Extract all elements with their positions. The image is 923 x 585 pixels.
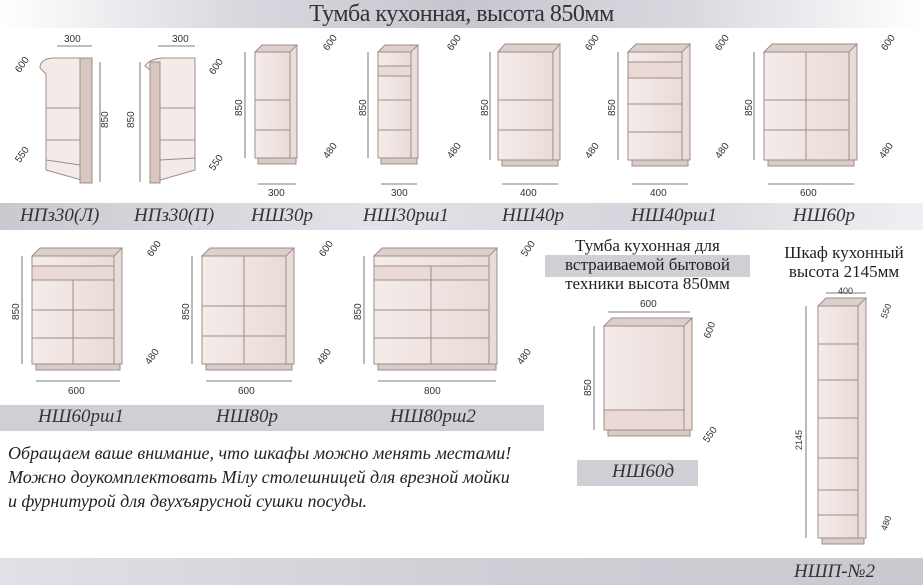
product-label-nsh60rsh1: НШ60рш1 [38,406,124,427]
product-label-nsh30r: НШ30р [251,205,314,226]
dim-d1-nsh30r: 600 [321,33,340,53]
dim-h-nsh80rsh2: 850 [353,303,364,320]
dim-d1-npz30l: 600 [13,55,32,75]
dim-w-nsh60d: 600 [640,299,657,310]
dim-d2-nsh30rsh1: 480 [445,141,464,161]
cabinet-drawing-npz30l [39,57,93,184]
dim-h-nshp2: 2145 [794,430,804,450]
cabinet-drawing-nsh60r [762,43,859,167]
dim-d2-nshp2: 480 [879,514,894,532]
dim-d2-nsh40rsh1: 480 [713,141,732,161]
dim-d1-nsh80rsh2: 500 [519,239,538,259]
dim-d1-nsh40rsh1: 600 [713,33,732,53]
notice-line: и фурнитурой для двухъярусной сушки посу… [8,491,368,511]
product-label-nsh40rsh1: НШ40рш1 [631,205,717,226]
cabinet-drawing-nsh80r [200,247,296,371]
section-band-builtin [545,255,750,277]
section-heading-line: Тумба кухонная для [575,236,720,255]
page-title: Тумба кухонная, высота 850мм [309,1,614,27]
dim-h-nsh60r: 850 [744,99,755,116]
product-label-npz30l: НПз30(Л) [20,205,100,226]
product-label-nsh60r: НШ60р [793,205,856,226]
cabinet-drawing-nsh60d [602,317,694,437]
dim-d1-nsh30rsh1: 600 [445,33,464,53]
dim-d1-nshp2: 550 [879,302,894,320]
dim-h-npz30l: 850 [100,111,111,128]
section-heading-tall: Шкаф кухонный высота 2145мм [765,243,923,281]
product-label-nshp2: НШП-№2 [794,561,876,582]
dim-w-nsh40r: 400 [520,188,537,199]
dim-w-nsh80r: 600 [238,386,255,397]
dim-d1-npz30p: 600 [207,57,226,77]
dim-d2-nsh60r: 480 [877,141,896,161]
dim-d2-npz30p: 550 [207,153,226,173]
label-band-row2 [0,405,544,431]
dim-d1-nsh60d: 600 [702,320,718,340]
section-heading-line: техники высота 850мм [565,274,730,293]
dim-w-npz30l: 300 [64,34,81,45]
dim-w-nsh30r: 300 [268,188,285,199]
dim-d2-nsh60d: 550 [701,425,720,445]
section-heading-line: Шкаф кухонный [784,243,904,262]
product-label-nsh80r: НШ80р [216,406,279,427]
cabinet-drawing-nsh80rsh2 [372,247,499,371]
dim-h-nsh80r: 850 [181,303,192,320]
dim-w-nshp2: 400 [838,286,853,296]
notice-line: Можно доукомплектовать Мілу столешницей … [8,467,510,487]
dim-d2-nsh60rsh1: 480 [143,347,162,367]
dim-h-npz30p: 850 [126,111,137,128]
notice-text: Обращаем ваше внимание, что шкафы можно … [8,441,568,513]
dim-h-nsh30r: 850 [234,99,245,116]
cabinet-drawing-nsh60rsh1 [30,247,124,371]
dim-d1-nsh60r: 600 [879,33,898,53]
dim-h-nsh60d: 850 [583,379,594,396]
cabinet-drawing-nshp2 [816,297,868,545]
cabinet-drawing-nsh30rsh1 [376,44,420,165]
dim-w-nsh60r: 600 [800,188,817,199]
cabinet-drawing-npz30p [144,57,196,184]
product-label-npz30p: НПз30(П) [134,205,215,226]
label-band-builtin [577,460,698,486]
dim-d2-npz30l: 550 [13,145,32,165]
dim-d1-nsh60rsh1: 600 [145,239,164,259]
notice-line: Обращаем ваше внимание, что шкафы можно … [8,443,512,463]
cabinet-drawing-nsh40rsh1 [626,43,692,167]
dim-w-nsh80rsh2: 800 [424,386,441,397]
dim-h-nsh40r: 850 [480,99,491,116]
dim-w-npz30p: 300 [172,34,189,45]
dim-w-nsh60rsh1: 600 [68,386,85,397]
dim-d1-nsh80r: 600 [317,239,336,259]
title-bar: Тумба кухонная, высота 850мм [0,0,923,28]
cabinet-drawing-nsh30r [253,44,299,165]
dim-d2-nsh80rsh2: 480 [515,347,534,367]
section-heading-line: встраиваемой бытовой [564,255,731,274]
dim-d2-nsh40r: 480 [583,141,602,161]
product-label-nsh30rsh1: НШ30рш1 [363,205,449,226]
label-band-bottom [0,558,923,585]
dim-d2-nsh80r: 480 [315,347,334,367]
dim-d1-nsh40r: 600 [583,33,602,53]
dim-h-nsh60rsh1: 850 [11,303,22,320]
product-label-nsh40r: НШ40р [502,205,565,226]
dim-w-nsh40rsh1: 400 [650,188,667,199]
product-label-nsh60d: НШ60д [612,461,675,482]
dim-d2-nsh30r: 480 [321,141,340,161]
cabinet-drawing-nsh40r [496,43,562,167]
label-band-row1 [0,203,923,230]
dim-h-nsh30rsh1: 850 [358,99,369,116]
product-label-nsh80rsh2: НШ80рш2 [390,406,476,427]
section-heading-line: высота 2145мм [788,262,900,281]
dim-w-nsh30rsh1: 300 [391,188,408,199]
dim-h-nsh40rsh1: 850 [607,99,618,116]
section-heading-builtin: Тумба кухонная для встраиваемой бытовой … [545,236,750,293]
